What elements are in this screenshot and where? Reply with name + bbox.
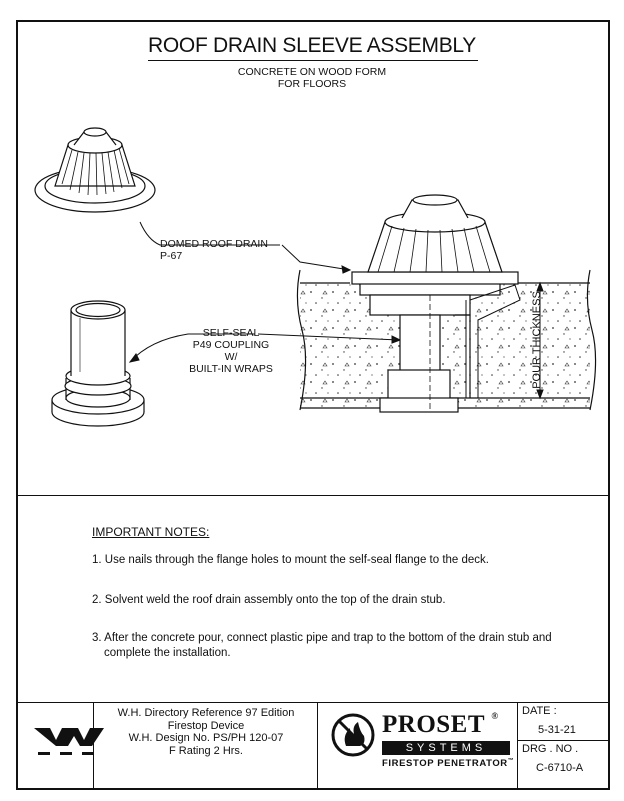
drain-dome-section xyxy=(351,194,519,285)
note-2: 2. Solvent weld the roof drain assembly … xyxy=(92,594,446,606)
self-seal-coupling-illustration xyxy=(51,300,145,427)
subtitle: CONCRETE ON WOOD FORM FOR FLOORS xyxy=(0,66,624,90)
note-3: 3. After the concrete pour, connect plas… xyxy=(92,631,562,661)
pour-thickness-dimension xyxy=(536,281,544,400)
date-drg-divider xyxy=(518,740,610,741)
registered-mark: ® xyxy=(491,711,499,721)
pour-thickness-label: POUR THICKNESS xyxy=(531,291,543,389)
title-block-ref-cell xyxy=(94,702,318,790)
date-value: 5-31-21 xyxy=(538,724,576,736)
domed-roof-drain-illustration xyxy=(34,127,156,213)
brand-tagline-text: FIRESTOP PENETRATOR xyxy=(382,758,508,769)
no-fire-icon xyxy=(331,713,375,757)
coupling-callout: SELF-SEAL P49 COUPLING W/ BUILT-IN WRAPS xyxy=(186,327,276,375)
title-block-brand-cell xyxy=(318,702,518,790)
trademark-mark: ™ xyxy=(507,758,515,764)
coupling-callout-line-3: BUILT-IN WRAPS xyxy=(189,363,273,375)
drain-callout: DOMED ROOF DRAIN P-67 xyxy=(160,238,268,262)
ref-line-2: Firestop Device xyxy=(167,719,245,732)
brand-name: PROSET ® xyxy=(382,711,499,739)
subtitle-line-1: CONCRETE ON WOOD FORM xyxy=(237,66,387,78)
drain-callout-line-2: P-67 xyxy=(160,250,183,262)
coupling-callout-line-1: SELF-SEAL xyxy=(202,327,260,339)
ref-line-4: F Rating 2 Hrs. xyxy=(169,744,243,757)
ref-line-3: W.H. Design No. PS/PH 120-07 xyxy=(128,732,284,744)
title-block-logo-cell xyxy=(16,702,104,790)
note-3-line-2: complete the installation. xyxy=(104,647,231,659)
ref-line-1: W.H. Directory Reference 97 Edition xyxy=(117,707,295,719)
title-underline xyxy=(148,60,478,61)
title-block-top xyxy=(16,702,610,703)
brand-name-text: PROSET xyxy=(382,711,485,738)
note-3-line-1: 3. After the concrete pour, connect plas… xyxy=(92,632,552,644)
directory-reference: W.H. Directory Reference 97 Edition Fire… xyxy=(96,707,316,757)
subtitle-line-2: FOR FLOORS xyxy=(277,78,347,90)
brand-systems: SYSTEMS xyxy=(382,741,510,755)
wh-logo-icon xyxy=(34,728,104,755)
coupling-callout-line-2: P49 COUPLING W/ xyxy=(192,339,270,363)
brand-tagline: FIRESTOP PENETRATOR™ xyxy=(382,758,514,769)
page-title: ROOF DRAIN SLEEVE ASSEMBLY xyxy=(148,34,476,57)
drain-callout-line-1: DOMED ROOF DRAIN xyxy=(160,238,268,250)
note-1: 1. Use nails through the flange holes to… xyxy=(92,554,489,566)
notes-divider xyxy=(16,495,610,496)
notes-heading: IMPORTANT NOTES: xyxy=(92,525,210,539)
assembly-drawing xyxy=(34,127,597,427)
drawing-number-value: C-6710-A xyxy=(536,762,584,774)
date-label: DATE : xyxy=(522,705,557,717)
drawing-number-label: DRG . NO . xyxy=(522,743,579,755)
sleeve-section xyxy=(359,282,521,413)
